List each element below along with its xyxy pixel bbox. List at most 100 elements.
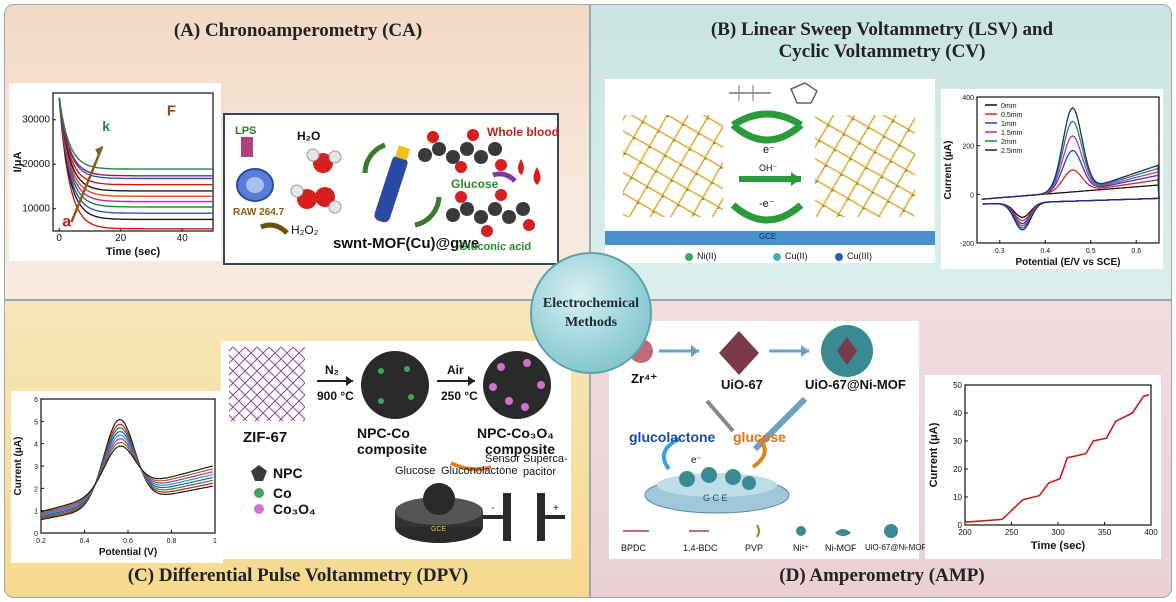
dpv-series-line bbox=[40, 423, 213, 520]
whole-blood-label: Whole blood bbox=[487, 125, 559, 139]
air-arrowhead-icon bbox=[468, 376, 475, 386]
y-tick-label: 2 bbox=[34, 486, 38, 493]
x-axis-label: Time (sec) bbox=[1031, 540, 1086, 552]
redox-arc-top-icon bbox=[730, 122, 804, 144]
dpv-scheme bbox=[229, 347, 565, 543]
dpv-series-line bbox=[40, 427, 213, 518]
y-tick-label: 20000 bbox=[22, 159, 50, 170]
x-tick-label: 20 bbox=[115, 233, 127, 244]
legend-ni2: Ni²⁺ bbox=[793, 543, 810, 553]
ca-panel-letter: F bbox=[167, 102, 176, 119]
n2-label: N₂ bbox=[325, 363, 339, 377]
water-h-icon bbox=[306, 148, 320, 162]
amp-series-line bbox=[964, 394, 1150, 523]
peroxide-o2-icon bbox=[315, 187, 335, 207]
x-tick-label: 1 bbox=[213, 538, 217, 545]
x-tick-label: 0.6 bbox=[123, 538, 133, 545]
y-tick-label: 0 bbox=[958, 521, 963, 530]
ca-series-line bbox=[58, 97, 213, 214]
dpv-glucose-label: Glucose bbox=[395, 465, 436, 477]
quadrant-b-title-line1: (B) Linear Sweep Voltammetry (LSV) and bbox=[710, 19, 1054, 40]
uio67-crystal-icon bbox=[719, 331, 759, 375]
gce-label: GCE bbox=[759, 232, 777, 241]
mof-lattice-right-icon bbox=[815, 115, 915, 217]
x-tick-label: 400 bbox=[1144, 528, 1158, 537]
lsv-scheme-panel: e⁻ OH⁻ -e⁻ GCE Ni(II) Cu(II) Cu(III) bbox=[605, 79, 935, 263]
raw-arrow-icon bbox=[260, 222, 289, 235]
dropper-icon bbox=[705, 399, 735, 433]
water-h2-icon bbox=[328, 150, 342, 164]
x-tick-label: 250 bbox=[1005, 528, 1019, 537]
lps-label: LPS bbox=[235, 125, 257, 137]
glucose-molecule-icon bbox=[418, 129, 507, 173]
cv-legend-label: 1.5mm bbox=[1001, 130, 1023, 137]
legend-co3o4: Co₃O₄ bbox=[273, 501, 316, 517]
t250-label: 250 °C bbox=[441, 389, 478, 403]
ca-series-line bbox=[58, 97, 213, 177]
npc-co3o4-label: NPC-Co₃O₄ bbox=[477, 425, 554, 441]
x-tick-label: 0.8 bbox=[167, 538, 177, 545]
ca-trend-arrowhead bbox=[95, 146, 103, 156]
swnt-electrode-icon bbox=[374, 155, 408, 223]
hub-line-1: Electrochemical bbox=[542, 296, 640, 311]
lps-vial-icon bbox=[241, 137, 253, 157]
y-tick-label: 10000 bbox=[22, 204, 50, 215]
x-tick-label: 40 bbox=[177, 233, 189, 244]
quadrant-amperometry: Zr⁴⁺ UiO-67 UiO-67@Ni-MOF glucolactone g… bbox=[590, 300, 1172, 598]
arc-arrow2-icon bbox=[414, 196, 442, 228]
zr-label: Zr⁴⁺ bbox=[631, 371, 658, 386]
y-axis-label: Current (μA) bbox=[928, 422, 940, 487]
amp-legend-icons bbox=[623, 524, 898, 538]
dpv-series-line bbox=[40, 445, 213, 513]
coat-arrow-icon bbox=[752, 396, 808, 452]
zif67-lattice-icon bbox=[229, 347, 305, 421]
y-tick-label: 6 bbox=[34, 397, 38, 404]
legend-bdc: 1,4-BDC bbox=[683, 543, 718, 553]
peroxide-h2-icon bbox=[328, 200, 342, 214]
legend-cu2: Cu(II) bbox=[785, 251, 808, 261]
y-tick-label: 30 bbox=[953, 437, 962, 446]
dpv-gce-label: GCE bbox=[431, 526, 447, 533]
cv-series-line bbox=[981, 169, 1160, 222]
cv-legend-label: 2mm bbox=[1001, 139, 1017, 146]
dpv-series-line bbox=[40, 441, 213, 514]
ca-series-line bbox=[58, 97, 213, 170]
legend-npc-icon bbox=[251, 465, 267, 481]
uio-arrowhead-icon bbox=[801, 345, 809, 357]
x-tick-label: 200 bbox=[958, 528, 972, 537]
dpv-series-line bbox=[40, 438, 213, 515]
legend-ni-mof: Ni-MOF bbox=[825, 543, 857, 553]
quadrant-b-title-line2: Cyclic Voltammetry (CV) bbox=[778, 41, 986, 62]
electrode-label: swnt-MOF(Cu)@gwe bbox=[333, 235, 480, 252]
glucolactone-label: glucolactone bbox=[629, 429, 716, 445]
legend-co-icon bbox=[254, 488, 264, 498]
h2o2-label: H₂O₂ bbox=[291, 223, 319, 237]
plot-frame bbox=[964, 384, 1152, 526]
oh-arrowhead-icon bbox=[791, 172, 801, 186]
supercap-label: Superca- bbox=[523, 453, 568, 465]
hub-line-2: Methods bbox=[564, 315, 618, 330]
cv-series-line bbox=[981, 107, 1160, 231]
cv-legend-label: 1mm bbox=[1001, 121, 1017, 128]
legend-ni2: Ni(II) bbox=[697, 251, 717, 261]
npc-co3o4-label-2: composite bbox=[485, 441, 556, 457]
amp-glucose-label: glucose bbox=[733, 429, 786, 445]
quadrant-d-title: (D) Amperometry (AMP) bbox=[779, 565, 985, 586]
x-tick-label: 300 bbox=[1051, 528, 1065, 537]
y-tick-label: 40 bbox=[953, 409, 962, 418]
legend-co3o4-icon bbox=[254, 504, 264, 514]
ca-label-a: a bbox=[62, 214, 71, 231]
x-tick-label: 0.3 bbox=[995, 248, 1005, 255]
y-tick-label: 3 bbox=[34, 464, 38, 471]
dpv-series-line bbox=[40, 418, 213, 521]
y-tick-label: 0 bbox=[970, 192, 974, 199]
glucose-arrow-icon bbox=[751, 437, 767, 469]
ca-series-line bbox=[58, 97, 213, 192]
legend-npc: NPC bbox=[273, 465, 303, 481]
e-minus-label: e⁻ bbox=[763, 144, 775, 156]
ca-series-line bbox=[58, 97, 213, 230]
